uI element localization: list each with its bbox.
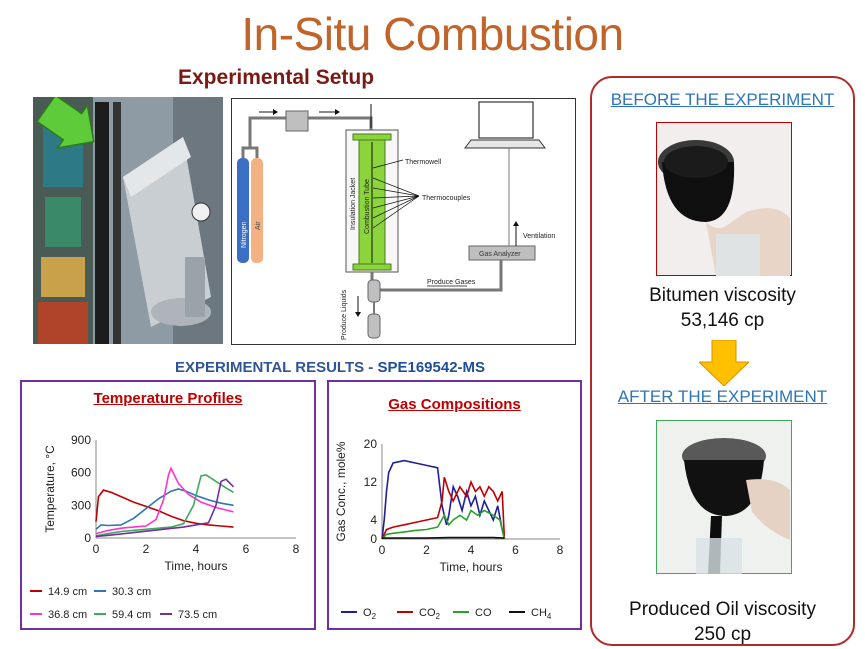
- x-tick-label: 6: [512, 543, 519, 557]
- y-axis-label: Temperature, °C: [43, 445, 57, 533]
- series-line: [95, 478, 235, 538]
- nitrogen-cylinder: [237, 158, 249, 263]
- legend-label: CH4: [531, 607, 552, 621]
- legend-label: 30.3 cm: [112, 586, 151, 598]
- x-tick-label: 0: [379, 543, 386, 557]
- x-tick-label: 4: [468, 543, 475, 557]
- gas-chart-title: Gas Compositions: [388, 396, 521, 413]
- thermocouples-label: Thermocouples: [422, 195, 471, 202]
- legend-label: CO2: [419, 607, 441, 621]
- produce-liquids-label: Produce Liquids: [341, 289, 348, 340]
- bitumen-viscosity-label: Bitumen viscosity: [649, 285, 796, 306]
- y-tick-label: 4: [370, 513, 377, 527]
- produced-oil-photo: [656, 420, 792, 574]
- computer-monitor: [478, 101, 534, 139]
- temperature-chart-title: Temperature Profiles: [93, 390, 243, 407]
- x-axis-label: Time, hours: [165, 559, 228, 573]
- x-tick-label: 4: [193, 542, 200, 556]
- y-tick-label: 600: [71, 466, 91, 480]
- series-line: [95, 473, 234, 537]
- y-tick-label: 0: [84, 531, 91, 545]
- insulation-label: Insulation Jacket: [350, 178, 357, 230]
- y-tick-label: 900: [71, 433, 91, 447]
- gas-analyzer-label: Gas Analyzer: [479, 251, 521, 258]
- x-tick-label: 6: [243, 542, 250, 556]
- x-tick-label: 0: [93, 542, 100, 556]
- series-line: [95, 489, 234, 528]
- flow-controller: [285, 110, 309, 132]
- y-axis-label: Gas Conc., mole%: [334, 441, 348, 541]
- oil-viscosity-value: 250 cp: [693, 624, 752, 645]
- x-tick-label: 8: [293, 542, 300, 556]
- x-tick-label: 8: [557, 543, 564, 557]
- legend-label: O2: [363, 607, 377, 621]
- ventilation-label: Ventilation: [523, 233, 555, 240]
- x-axis-label: Time, hours: [440, 560, 503, 574]
- experimental-schematic: Nitrogen Air Insulation Jacket Combustio…: [231, 98, 576, 345]
- produce-gases-label: Produce Gases: [427, 279, 476, 286]
- bitumen-viscosity-value: 53,146 cp: [680, 310, 765, 331]
- y-tick-label: 300: [71, 498, 91, 512]
- air-cylinder: [251, 158, 263, 263]
- series-line: [381, 459, 506, 540]
- thermowell-label: Thermowell: [405, 159, 442, 166]
- x-tick-label: 2: [423, 543, 430, 557]
- oil-viscosity-label: Produced Oil viscosity: [629, 599, 816, 620]
- series-line: [381, 477, 506, 540]
- down-arrow-icon: [699, 340, 749, 386]
- legend-label: 59.4 cm: [112, 609, 151, 621]
- nitrogen-label: Nitrogen: [241, 221, 248, 248]
- legend-label: 73.5 cm: [178, 609, 217, 621]
- series-line: [95, 466, 234, 535]
- bitumen-photo: [656, 122, 792, 276]
- page-title: In-Situ Combustion: [241, 8, 624, 60]
- series-line: [382, 536, 505, 539]
- viscosity-panel: BEFORE THE EXPERIMENT Bitumen viscosity …: [590, 76, 855, 646]
- section-subtitle: Experimental Setup: [178, 66, 375, 89]
- legend-label: CO: [475, 607, 492, 619]
- legend-label: 36.8 cm: [48, 609, 87, 621]
- after-experiment-label: AFTER THE EXPERIMENT: [617, 387, 828, 406]
- before-experiment-label: BEFORE THE EXPERIMENT: [610, 90, 835, 109]
- series-line: [381, 509, 506, 540]
- legend-label: 14.9 cm: [48, 586, 87, 598]
- tube-label: Combustion Tube: [364, 179, 371, 234]
- y-tick-label: 20: [364, 437, 378, 451]
- y-tick-label: 0: [370, 532, 377, 546]
- lab-photo: [33, 97, 223, 344]
- y-tick-label: 12: [364, 475, 378, 489]
- results-heading: EXPERIMENTAL RESULTS - SPE169542-MS: [174, 359, 486, 376]
- air-label: Air: [255, 221, 262, 230]
- x-tick-label: 2: [143, 542, 150, 556]
